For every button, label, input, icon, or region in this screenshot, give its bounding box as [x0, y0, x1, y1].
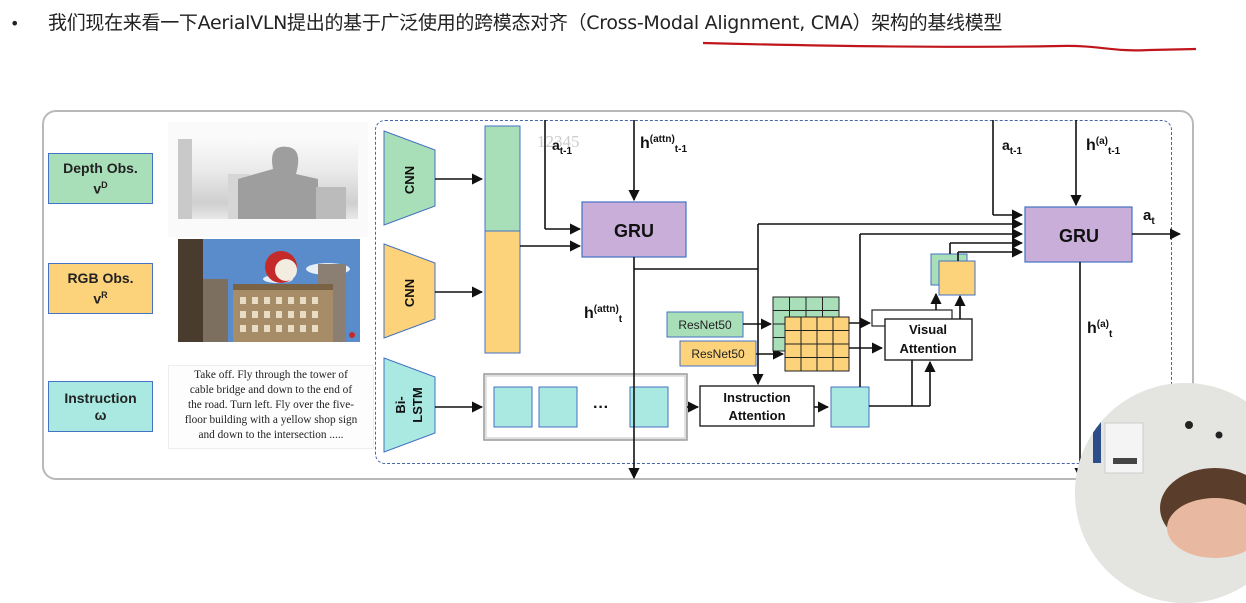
gru-action-label: GRU: [1059, 226, 1099, 246]
attended-instruction-feature: [830, 386, 870, 428]
visual-attention-block: [884, 318, 973, 361]
signal-h-attn-prev: h(attn)t-1: [640, 134, 687, 155]
visual-attention-label-2: Attention: [899, 341, 956, 356]
instruction-symbol: ω: [94, 406, 107, 423]
gru-attn-label: GRU: [614, 221, 654, 241]
visual-attention-label-1: Visual: [909, 322, 947, 337]
resnet-rgb-label: ResNet50: [691, 347, 745, 361]
cnn-depth-label: CNN: [402, 166, 417, 194]
depth-obs-symbol: vD: [93, 179, 108, 197]
bullet: •: [10, 14, 20, 33]
token-ellipsis: ···: [593, 399, 609, 416]
instruction-attention-label-1: Instruction: [723, 390, 790, 405]
depth-observation-image: [178, 139, 358, 219]
token-feature-n: [629, 386, 669, 428]
resnet-depth-label: ResNet50: [678, 318, 732, 332]
depth-silhouette: [178, 139, 346, 219]
headline: • 我们现在来看一下AerialVLN提出的基于广泛使用的跨模态对齐（Cross…: [0, 0, 1246, 52]
signal-a-t: at: [1143, 207, 1155, 227]
instruction-line: Take off. Fly through the tower of: [194, 369, 348, 381]
depth-feature-block: [484, 125, 521, 232]
model-dashed-boundary: [375, 120, 1172, 464]
rgb-obs-title: RGB Obs.: [67, 269, 134, 286]
instruction-label: Instruction ω: [48, 381, 153, 432]
bilstm-label-1: Bi-: [393, 396, 408, 413]
watermark: 12345: [537, 132, 580, 151]
signal-h-attn-t: h(attn)t: [584, 304, 623, 325]
signal-a-prev-2: at-1: [1002, 137, 1022, 157]
bilstm-encoder: [383, 357, 436, 453]
rgb-obs-label: RGB Obs. vR: [48, 263, 153, 314]
rgb-obs-symbol: vR: [93, 289, 108, 307]
instruction-line: the road. Turn left. Fly over the five-: [188, 399, 354, 411]
instruction-attention-block: [699, 385, 815, 427]
gru-attn-block: [581, 201, 687, 258]
instruction-title: Instruction: [64, 389, 137, 406]
cma-architecture-diagram: CNN CNN Bi- LSTM ··· GRU at-1 h(attn)t-1…: [383, 120, 1182, 480]
headline-text: 我们现在来看一下AerialVLN提出的基于广泛使用的跨模态对齐（Cross-M…: [48, 12, 1003, 34]
cnn-depth-encoder: [383, 130, 436, 226]
instruction-attention-label-2: Attention: [728, 408, 785, 423]
depth-obs-label: Depth Obs. vD: [48, 153, 153, 204]
instruction-line: cable bridge and down to the end of: [189, 384, 353, 396]
token-feature-1: [493, 386, 533, 428]
cnn-rgb-label: CNN: [402, 279, 417, 307]
cnn-rgb-encoder: [383, 243, 436, 339]
red-underline-annotation: [702, 41, 1197, 52]
signal-h-a-t: h(a)t: [1087, 319, 1113, 340]
rgb-feature-block: [484, 230, 521, 354]
token-feature-2: [538, 386, 578, 428]
rgb-spatial-grid: [784, 316, 850, 372]
gru-action-block: [1024, 206, 1133, 263]
instruction-text-panel: Take off. Fly through the tower of cable…: [168, 365, 374, 449]
signal-a-prev-1: at-1: [552, 137, 572, 157]
attended-rgb-feature: [938, 260, 976, 296]
signal-h-a-prev: h(a)t-1: [1086, 136, 1121, 157]
rgb-observation-image: [178, 239, 360, 342]
depth-obs-title: Depth Obs.: [63, 159, 138, 176]
rgb-city-scene: [178, 239, 360, 342]
instruction-line: floor building with a yellow shop sign: [184, 414, 358, 426]
instruction-line: and down to the intersection .....: [198, 429, 344, 441]
bilstm-label-2: LSTM: [410, 387, 425, 422]
